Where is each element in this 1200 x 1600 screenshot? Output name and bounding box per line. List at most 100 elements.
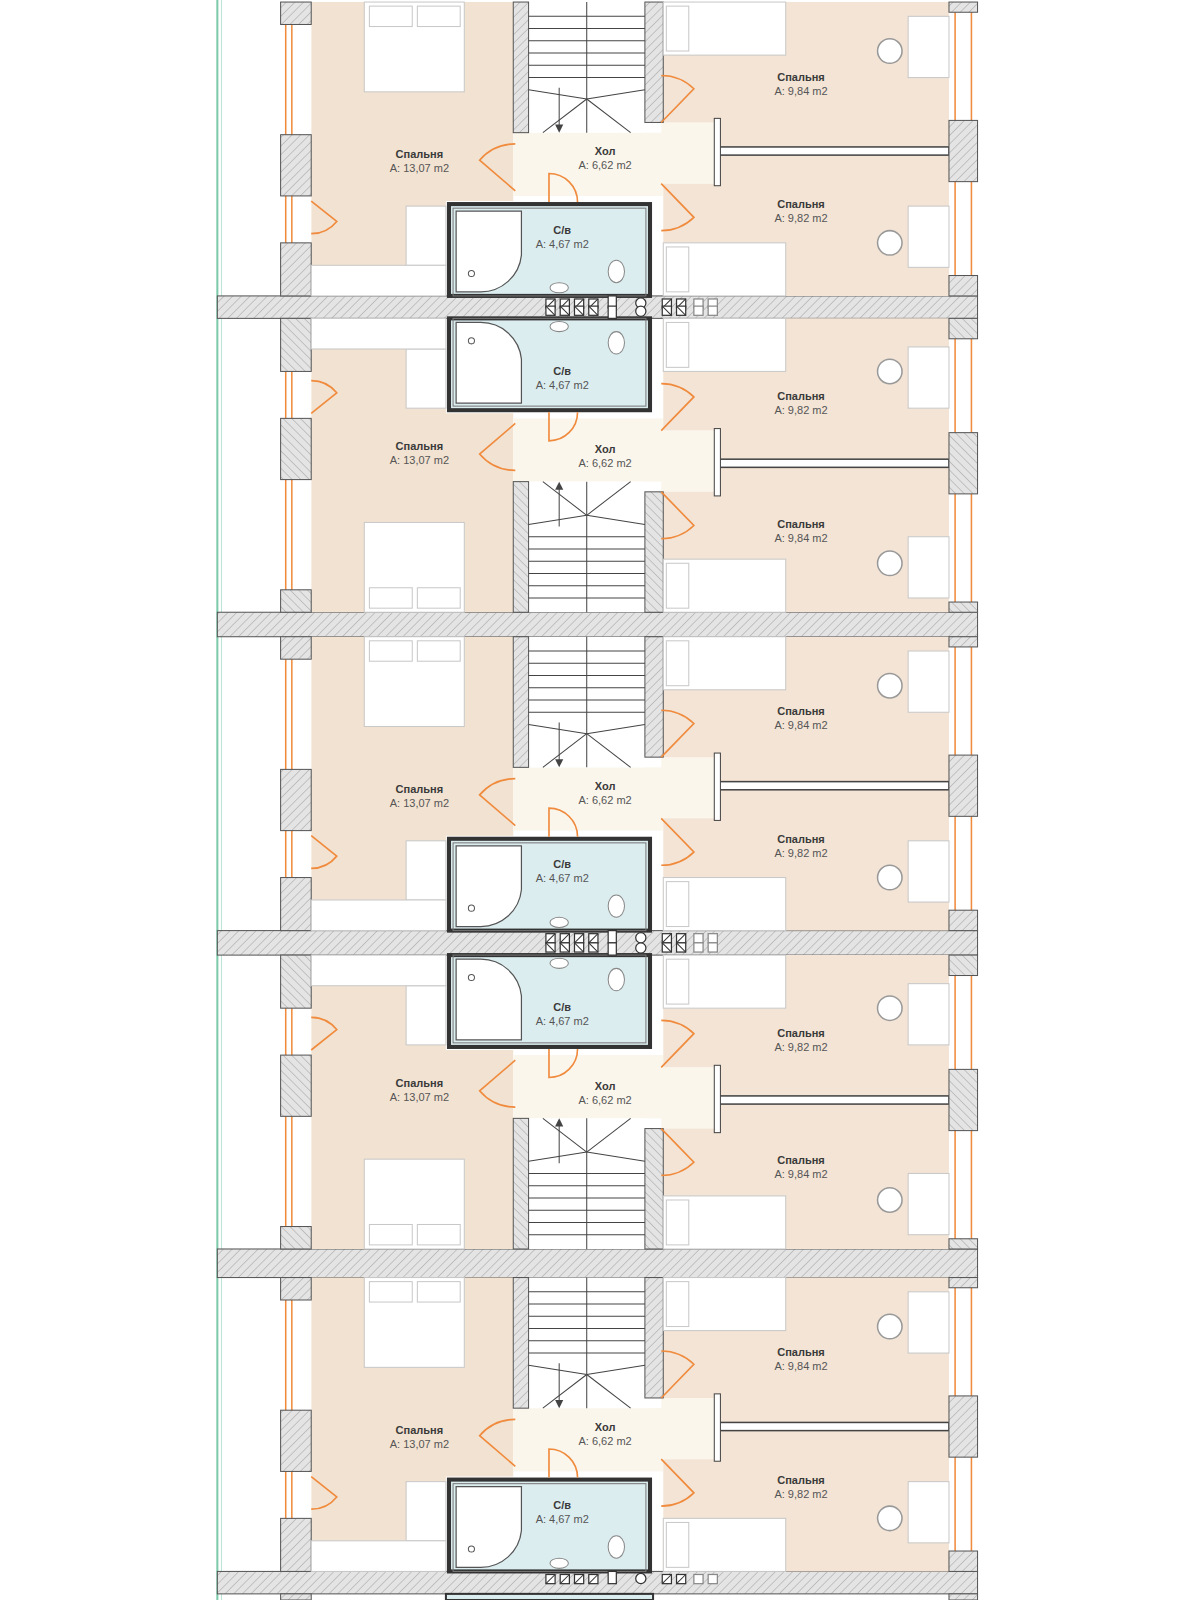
room-label: СпальняA: 9,82 m2 bbox=[774, 389, 827, 417]
party-walls bbox=[217, 296, 977, 1600]
room-label: СпальняA: 9,84 m2 bbox=[774, 704, 827, 732]
room-area: A: 9,82 m2 bbox=[774, 846, 827, 860]
room-area: A: 9,82 m2 bbox=[774, 1040, 827, 1054]
unit-plan bbox=[281, 306, 978, 612]
room: СпальняA: 9,84 m2 bbox=[663, 2, 949, 120]
room-name: С/в bbox=[536, 857, 589, 871]
room: СпальняA: 9,84 m2 bbox=[663, 637, 949, 755]
room-area: A: 6,62 m2 bbox=[578, 793, 631, 807]
room-label: С/вA: 4,67 m2 bbox=[536, 223, 589, 251]
room: СпальняA: 13,07 m2 bbox=[311, 1278, 513, 1477]
terrace-strip bbox=[217, 0, 280, 1600]
room-label: ХолA: 6,62 m2 bbox=[578, 1079, 631, 1107]
room: СпальняA: 9,82 m2 bbox=[663, 186, 949, 296]
room-label: СпальняA: 13,07 m2 bbox=[390, 1423, 449, 1451]
room: ХолA: 6,62 m2 bbox=[520, 1408, 661, 1471]
room: СпальняA: 9,84 m2 bbox=[663, 494, 949, 612]
room: СпальняA: 13,07 m2 bbox=[311, 2, 513, 201]
room-name: Спальня bbox=[774, 704, 827, 718]
room-name: С/в bbox=[536, 364, 589, 378]
room-area: A: 13,07 m2 bbox=[390, 161, 449, 175]
room-area: A: 9,84 m2 bbox=[774, 531, 827, 545]
room-area: A: 9,82 m2 bbox=[774, 403, 827, 417]
room-name: Спальня bbox=[390, 147, 449, 161]
room-name: Спальня bbox=[390, 1076, 449, 1090]
room-area: A: 6,62 m2 bbox=[578, 456, 631, 470]
room-label: СпальняA: 9,84 m2 bbox=[774, 1345, 827, 1373]
room-name: Спальня bbox=[774, 832, 827, 846]
room-area: A: 4,67 m2 bbox=[536, 1014, 589, 1028]
room: ХолA: 6,62 m2 bbox=[520, 1055, 661, 1118]
room: СпальняA: 13,07 m2 bbox=[311, 1050, 513, 1249]
room-area: A: 4,67 m2 bbox=[536, 1512, 589, 1526]
room-label: СпальняA: 9,84 m2 bbox=[774, 1153, 827, 1181]
room: ХолA: 6,62 m2 bbox=[520, 418, 661, 481]
unit-plan bbox=[281, 1278, 978, 1584]
unit-plan bbox=[281, 637, 978, 943]
room-area: A: 6,62 m2 bbox=[578, 158, 631, 172]
room-name: Хол bbox=[578, 779, 631, 793]
room: С/вA: 4,67 m2 bbox=[452, 1483, 647, 1572]
room-name: Спальня bbox=[390, 1423, 449, 1437]
room-label: СпальняA: 9,82 m2 bbox=[774, 1026, 827, 1054]
site-line bbox=[221, 0, 222, 1600]
room-area: A: 13,07 m2 bbox=[390, 1090, 449, 1104]
room-area: A: 9,82 m2 bbox=[774, 1487, 827, 1501]
room-label: С/вA: 4,67 m2 bbox=[536, 1498, 589, 1526]
room-name: С/в bbox=[536, 223, 589, 237]
room-name: Хол bbox=[578, 1079, 631, 1093]
room-area: A: 13,07 m2 bbox=[390, 453, 449, 467]
room: СпальняA: 13,07 m2 bbox=[311, 637, 513, 836]
room-label: ХолA: 6,62 m2 bbox=[578, 1420, 631, 1448]
room-name: С/в bbox=[536, 1000, 589, 1014]
site-line bbox=[216, 0, 218, 1600]
room-area: A: 9,84 m2 bbox=[774, 718, 827, 732]
room-name: Спальня bbox=[774, 1345, 827, 1359]
room-label: СпальняA: 9,84 m2 bbox=[774, 517, 827, 545]
room-area: A: 6,62 m2 bbox=[578, 1093, 631, 1107]
room: СпальняA: 13,07 m2 bbox=[311, 413, 513, 612]
room-name: Спальня bbox=[390, 782, 449, 796]
room: ХолA: 6,62 m2 bbox=[520, 767, 661, 830]
room: С/вA: 4,67 m2 bbox=[452, 955, 647, 1044]
room-name: Спальня bbox=[774, 1026, 827, 1040]
room-label: СпальняA: 13,07 m2 bbox=[390, 439, 449, 467]
unit-plan bbox=[281, 2, 978, 308]
room-area: A: 13,07 m2 bbox=[390, 1437, 449, 1451]
room-label: ХолA: 6,62 m2 bbox=[578, 144, 631, 172]
room-name: Спальня bbox=[390, 439, 449, 453]
room-name: Спальня bbox=[774, 1153, 827, 1167]
room-label: С/вA: 4,67 m2 bbox=[536, 857, 589, 885]
room-name: Хол bbox=[578, 442, 631, 456]
room-name: Хол bbox=[578, 1420, 631, 1434]
room: СпальняA: 9,82 m2 bbox=[663, 820, 949, 930]
room-area: A: 9,84 m2 bbox=[774, 1359, 827, 1373]
room-label: СпальняA: 13,07 m2 bbox=[390, 1076, 449, 1104]
room: С/вA: 4,67 m2 bbox=[452, 842, 647, 931]
room: СпальняA: 9,82 m2 bbox=[663, 1461, 949, 1571]
room: СпальняA: 9,84 m2 bbox=[663, 1278, 949, 1396]
room-area: A: 9,84 m2 bbox=[774, 1167, 827, 1181]
room-name: Спальня bbox=[774, 517, 827, 531]
room: С/вA: 4,67 m2 bbox=[452, 207, 647, 296]
room-label: СпальняA: 13,07 m2 bbox=[390, 147, 449, 175]
room: СпальняA: 9,84 m2 bbox=[663, 1131, 949, 1249]
room-name: Спальня bbox=[774, 1473, 827, 1487]
room-name: Спальня bbox=[774, 70, 827, 84]
room-area: A: 4,67 m2 bbox=[536, 237, 589, 251]
room-name: Спальня bbox=[774, 197, 827, 211]
room-label: СпальняA: 9,84 m2 bbox=[774, 70, 827, 98]
room-name: Спальня bbox=[774, 389, 827, 403]
room-area: A: 6,62 m2 bbox=[578, 1434, 631, 1448]
room-name: Хол bbox=[578, 144, 631, 158]
room-label: ХолA: 6,62 m2 bbox=[578, 442, 631, 470]
room-area: A: 9,84 m2 bbox=[774, 84, 827, 98]
room-label: С/вA: 4,67 m2 bbox=[536, 364, 589, 392]
room: СпальняA: 9,82 m2 bbox=[663, 955, 949, 1065]
room-label: СпальняA: 9,82 m2 bbox=[774, 832, 827, 860]
room-area: A: 4,67 m2 bbox=[536, 378, 589, 392]
unit-plan bbox=[281, 943, 978, 1249]
room-label: СпальняA: 13,07 m2 bbox=[390, 782, 449, 810]
